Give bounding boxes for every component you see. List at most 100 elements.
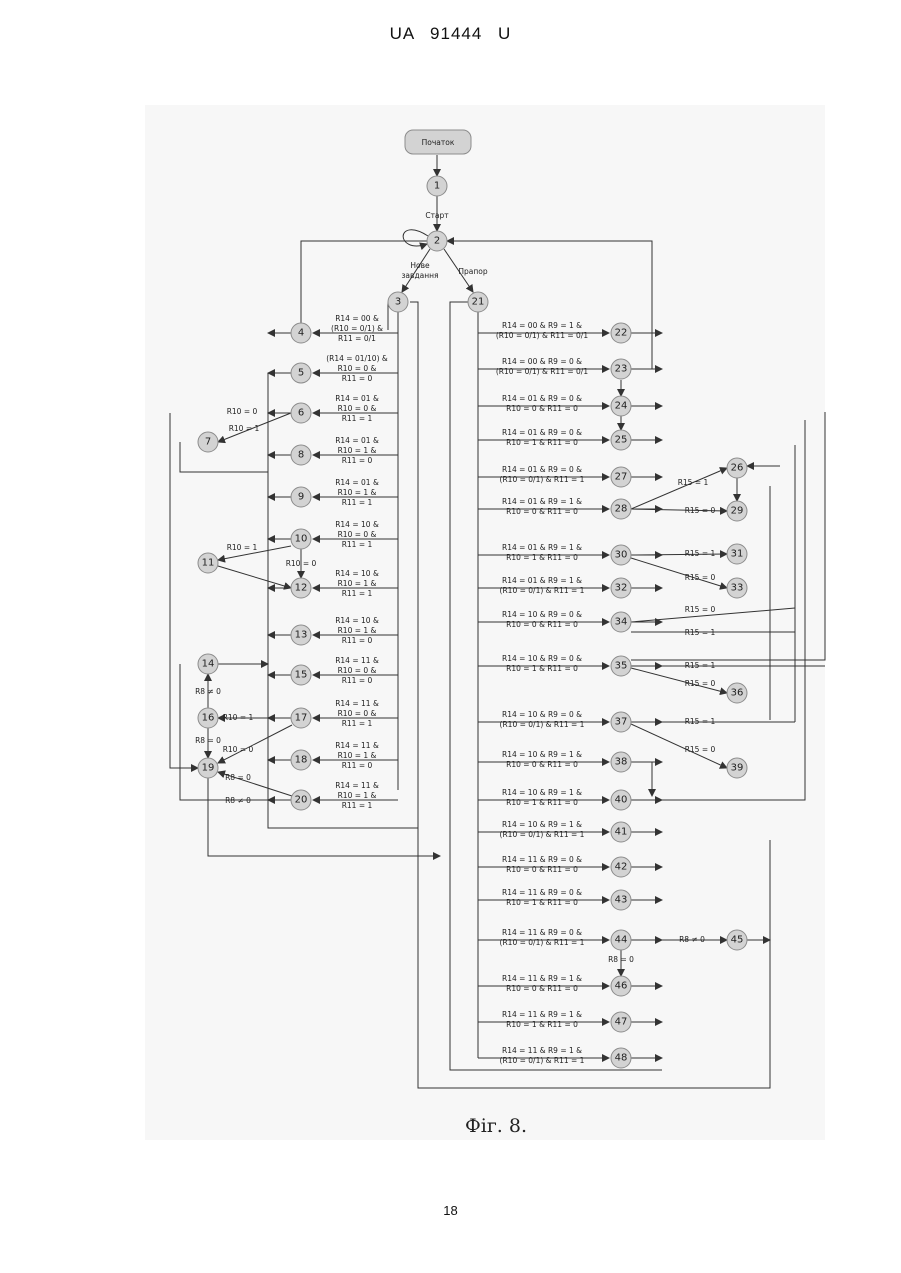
edge-19-right xyxy=(208,778,440,856)
state-label: 5 xyxy=(298,368,304,379)
condition-line: R10 = 1 & xyxy=(338,626,377,635)
edge-11-12 xyxy=(218,566,291,588)
state-node-16: 16 xyxy=(198,708,218,728)
state-node-7: 7 xyxy=(198,432,218,452)
condition-line: R10 = 0 & R11 = 0 xyxy=(506,760,578,769)
condition-line: (R10 = 0/1) & R11 = 1 xyxy=(500,475,585,484)
condition-line: R14 = 01 & R9 = 0 & xyxy=(502,394,582,403)
right-condition-47: R14 = 11 & R9 = 1 &R10 = 1 & R11 = 0 xyxy=(502,1010,582,1029)
state-node-46: 46 xyxy=(611,976,631,996)
condition-line: R11 = 0 xyxy=(342,636,373,645)
left-condition-4: R14 = 00 &(R10 = 0/1) &R11 = 0/1 xyxy=(331,314,383,343)
state-label: 8 xyxy=(298,450,304,461)
condition-line: R14 = 01 & xyxy=(335,478,379,487)
condition-line: (R10 = 0/1) & R11 = 0/1 xyxy=(496,367,588,376)
state-node-2: 2 xyxy=(427,231,447,251)
label-34-r15-1: R15 = 1 xyxy=(685,628,716,637)
condition-line: R14 = 11 & xyxy=(335,781,379,790)
right-frame-a xyxy=(631,412,825,660)
condition-line: R10 = 0 & xyxy=(338,709,377,718)
state-label: 48 xyxy=(615,1053,628,1064)
label-16-r8-0: R8 = 0 xyxy=(195,736,221,745)
label-start: Старт xyxy=(425,211,449,220)
state-node-28: 28 xyxy=(611,499,631,519)
state-label: 47 xyxy=(615,1017,628,1028)
state-node-8: 8 xyxy=(291,445,311,465)
right-condition-41: R14 = 10 & R9 = 1 &(R10 = 0/1) & R11 = 1 xyxy=(500,820,585,839)
condition-line: R14 = 01 & R9 = 0 & xyxy=(502,465,582,474)
condition-line: R11 = 1 xyxy=(342,801,373,810)
condition-line: R11 = 0 xyxy=(342,456,373,465)
condition-line: R11 = 1 xyxy=(342,719,373,728)
state-label: 43 xyxy=(615,895,628,906)
condition-line: R14 = 00 & R9 = 1 & xyxy=(502,321,582,330)
condition-line: R10 = 1 & xyxy=(338,446,377,455)
left-condition-17: R14 = 11 &R10 = 0 &R11 = 1 xyxy=(335,699,379,728)
state-label: 23 xyxy=(615,364,628,375)
state-label: 44 xyxy=(615,935,628,946)
state-node-45: 45 xyxy=(727,930,747,950)
state-node-37: 37 xyxy=(611,712,631,732)
condition-line: R11 = 0/1 xyxy=(338,334,376,343)
condition-line: R14 = 01 & R9 = 1 & xyxy=(502,576,582,585)
left-bus xyxy=(410,302,770,1088)
right-condition-23: R14 = 00 & R9 = 0 &(R10 = 0/1) & R11 = 0… xyxy=(496,357,588,376)
condition-line: R14 = 10 & R9 = 1 & xyxy=(502,750,582,759)
state-node-4: 4 xyxy=(291,323,311,343)
state-node-43: 43 xyxy=(611,890,631,910)
state-node-24: 24 xyxy=(611,396,631,416)
state-node-12: 12 xyxy=(291,578,311,598)
condition-line: R14 = 11 & R9 = 0 & xyxy=(502,855,582,864)
state-node-38: 38 xyxy=(611,752,631,772)
condition-line: R14 = 00 & xyxy=(335,314,379,323)
condition-line: R10 = 0 & xyxy=(338,404,377,413)
label-28-r15-0: R15 = 0 xyxy=(685,506,716,515)
state-node-19: 19 xyxy=(198,758,218,778)
state-label: 29 xyxy=(731,506,744,517)
condition-line: R14 = 10 & R9 = 0 & xyxy=(502,610,582,619)
left-condition-13: R14 = 10 &R10 = 1 &R11 = 0 xyxy=(335,616,379,645)
condition-line: R14 = 01 & R9 = 1 & xyxy=(502,497,582,506)
left-condition-18: R14 = 11 &R10 = 1 &R11 = 0 xyxy=(335,741,379,770)
condition-line: (R10 = 0/1) & xyxy=(331,324,383,333)
state-label: 18 xyxy=(295,755,308,766)
state-label: 9 xyxy=(298,492,304,503)
condition-line: R14 = 11 & R9 = 1 & xyxy=(502,974,582,983)
condition-line: (R10 = 0/1) & R11 = 1 xyxy=(500,1056,585,1065)
state-label: 34 xyxy=(615,617,628,628)
state-label: 42 xyxy=(615,862,628,873)
state-node-3: 3 xyxy=(388,292,408,312)
state-label: 3 xyxy=(395,297,401,308)
condition-line: R11 = 1 xyxy=(342,414,373,423)
condition-line: R10 = 0 & R11 = 0 xyxy=(506,404,578,413)
state-node-14: 14 xyxy=(198,654,218,674)
state-node-20: 20 xyxy=(291,790,311,810)
condition-line: R14 = 10 & R9 = 1 & xyxy=(502,788,582,797)
condition-line: R10 = 1 & R11 = 0 xyxy=(506,798,578,807)
state-label: 20 xyxy=(295,795,308,806)
condition-line: R10 = 0 & xyxy=(338,666,377,675)
state-label: 41 xyxy=(615,827,628,838)
left-condition-10: R14 = 10 &R10 = 0 &R11 = 1 xyxy=(335,520,379,549)
condition-line: R14 = 11 & xyxy=(335,656,379,665)
state-node-17: 17 xyxy=(291,708,311,728)
left-condition-20: R14 = 11 &R10 = 1 &R11 = 1 xyxy=(335,781,379,810)
label-37-r15-0: R15 = 0 xyxy=(685,745,716,754)
condition-line: R14 = 10 & xyxy=(335,520,379,529)
state-label: 46 xyxy=(615,981,628,992)
edge-28-26 xyxy=(631,468,727,509)
state-node-10: 10 xyxy=(291,529,311,549)
state-label: 21 xyxy=(472,297,485,308)
right-condition-38: R14 = 10 & R9 = 1 &R10 = 0 & R11 = 0 xyxy=(502,750,582,769)
condition-line: R14 = 10 & xyxy=(335,569,379,578)
label-30-r15-0: R15 = 0 xyxy=(685,573,716,582)
left-condition-15: R14 = 11 &R10 = 0 &R11 = 0 xyxy=(335,656,379,685)
state-label: 31 xyxy=(731,549,744,560)
right-condition-30: R14 = 01 & R9 = 1 &R10 = 1 & R11 = 0 xyxy=(502,543,582,562)
state-node-21: 21 xyxy=(468,292,488,312)
left-condition-9: R14 = 01 &R10 = 1 &R11 = 1 xyxy=(335,478,379,507)
figure-caption: Фіг. 8. xyxy=(465,1115,527,1137)
right-condition-27: R14 = 01 & R9 = 0 &(R10 = 0/1) & R11 = 1 xyxy=(500,465,585,484)
condition-line: (R10 = 0/1) & R11 = 1 xyxy=(500,720,585,729)
